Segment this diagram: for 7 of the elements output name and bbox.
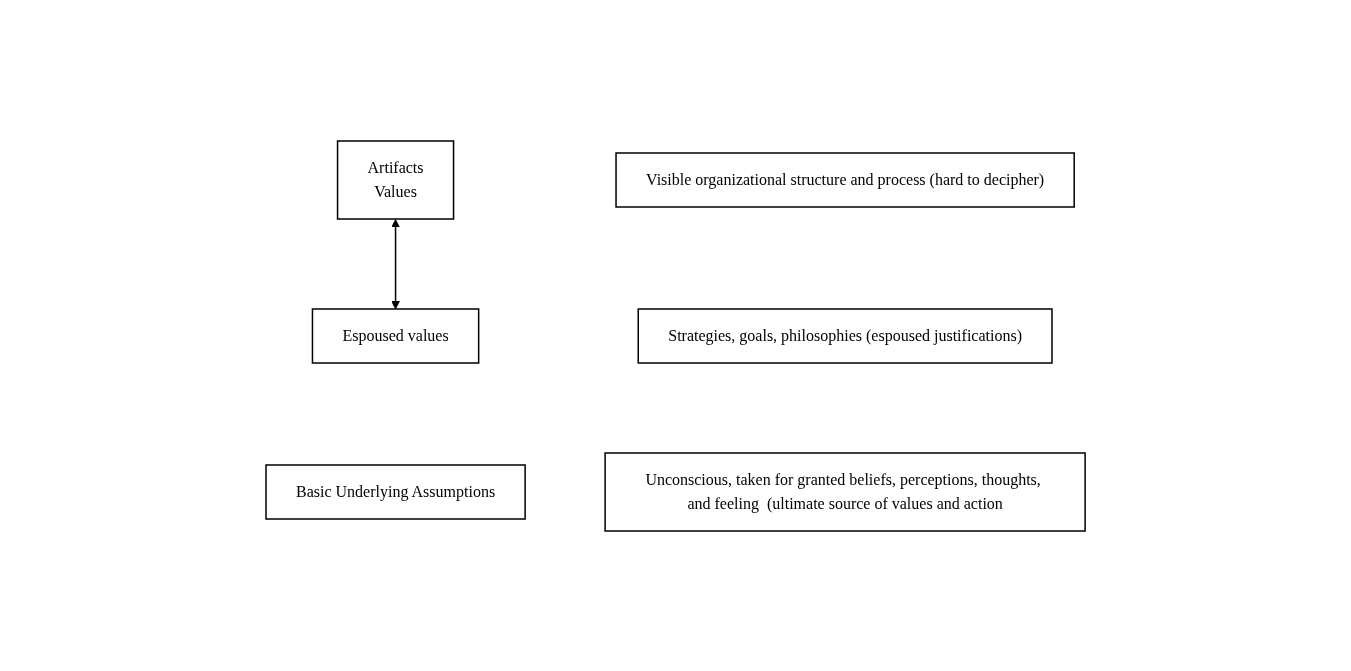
node-box: Unconscious, taken for granted beliefs, perceptions, thoughts, and feeling (ultimate source of values and action — [604, 451, 1086, 532]
node-box: Espoused values — [311, 307, 480, 364]
node-box: Basic Underlying Assumptions — [265, 463, 526, 520]
node-box: Strategies, goals, philosophies (espoused justifications) — [637, 307, 1053, 364]
node-box: Visible organizational structure and process (hard to decipher) — [615, 151, 1075, 208]
node-box: Artifacts Values — [336, 139, 455, 220]
arrow — [391, 218, 400, 309]
